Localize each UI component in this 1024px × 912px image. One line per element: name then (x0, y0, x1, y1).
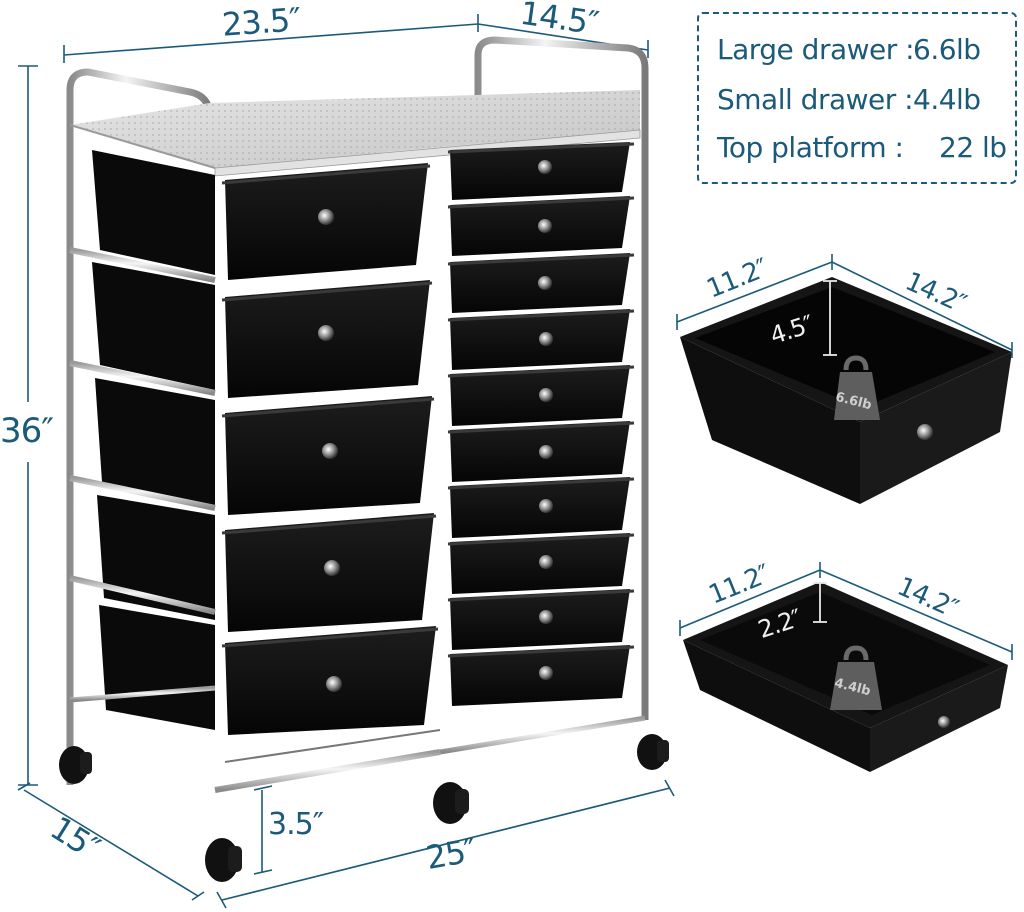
spec-row-small-drawer: Small drawer : 4.4lb (717, 83, 981, 116)
spec-value: 22 lb (939, 131, 1007, 164)
ground-clearance-label: 3.5″ (268, 807, 324, 842)
large-drawers (92, 150, 439, 735)
spec-value: 4.4lb (913, 83, 981, 116)
cart-frame (66, 36, 649, 785)
spec-label: Top platform : (717, 131, 904, 164)
top-width-label: 23.5″ (220, 0, 302, 44)
spec-value: 6.6lb (913, 33, 981, 66)
small-drawers (447, 142, 635, 706)
casters (59, 734, 669, 882)
spec-row-large-drawer: Large drawer : 6.6lb (717, 33, 981, 66)
base-width-label: 25″ (423, 830, 479, 878)
large-drawer-detail-illustration (676, 254, 1013, 504)
spec-row-top-platform: Top platform : 22 lb (717, 131, 1007, 164)
height-label: 36″ (0, 411, 54, 451)
small-drawer-detail-illustration (679, 562, 1013, 772)
spec-label: Large drawer : (717, 33, 915, 66)
weight-capacity-box: Large drawer : 6.6lb Small drawer : 4.4l… (697, 12, 1017, 184)
dimension-lines (17, 14, 675, 909)
spec-label: Small drawer : (717, 83, 914, 116)
cart-frame-front (69, 130, 648, 838)
